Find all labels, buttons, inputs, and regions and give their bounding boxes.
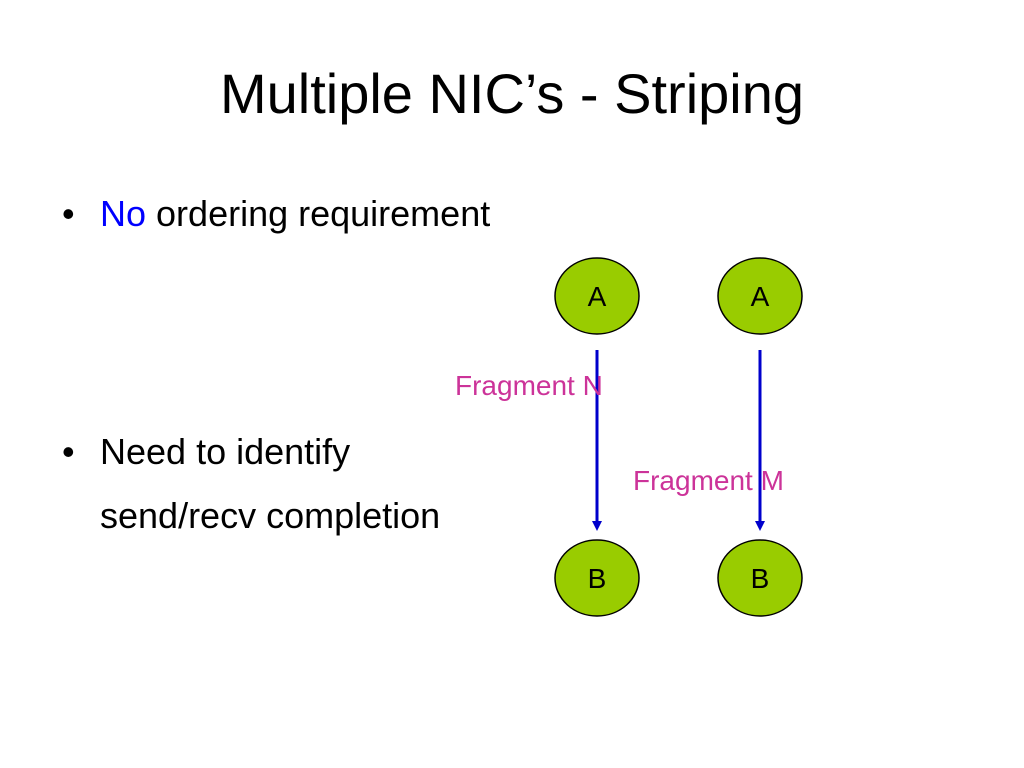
bullet-text-line2: send/recv completion <box>100 495 441 536</box>
node-label: B <box>588 563 607 594</box>
bullet-identify-line2: send/recv completion <box>100 490 440 542</box>
bullet-text: No ordering requirement <box>100 188 490 240</box>
node-label: B <box>751 563 770 594</box>
node-circle <box>554 257 640 335</box>
node-circle <box>717 257 803 335</box>
edge-label-fragment-m: Fragment M <box>633 465 784 496</box>
bullet-marker: • <box>62 431 75 472</box>
node-a-right: A <box>717 257 803 335</box>
node-b-left: B <box>554 539 640 617</box>
highlight-no: No <box>100 193 147 234</box>
slide-title: Multiple NIC’s - Striping <box>219 62 805 125</box>
edge-label-fragment-n: Fragment N <box>455 370 603 401</box>
node-circle <box>554 539 640 617</box>
bullet-rest: ordering requirement <box>146 193 491 234</box>
node-b-right: B <box>717 539 803 617</box>
node-label: A <box>588 281 607 312</box>
bullet-text-line1: Need to identify <box>100 431 351 472</box>
node-label: A <box>751 281 770 312</box>
bullet-marker: • <box>62 193 75 234</box>
node-circle <box>717 539 803 617</box>
node-a-left: A <box>554 257 640 335</box>
